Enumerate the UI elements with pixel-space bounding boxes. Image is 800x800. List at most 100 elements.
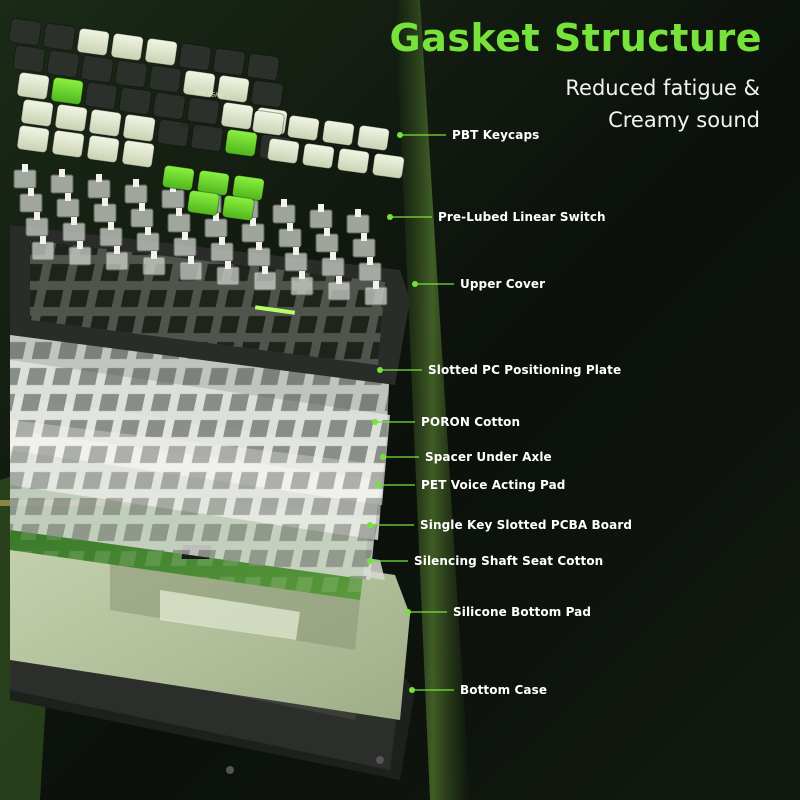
switch-stem: [361, 233, 367, 241]
callout-label: Spacer Under Axle: [425, 450, 552, 464]
switch-stem: [367, 257, 373, 265]
keycap: [286, 115, 320, 141]
linear-switch: [253, 271, 277, 291]
switch-stem: [324, 228, 330, 236]
linear-switch: [50, 174, 74, 194]
background-stripe: [395, 0, 470, 800]
keycap: [80, 55, 114, 83]
keycap: [42, 23, 76, 51]
subtitle-line-2: Creamy sound: [608, 108, 760, 132]
linear-switch: [358, 262, 382, 282]
linear-switch: [247, 247, 271, 267]
linear-switch: [93, 203, 117, 223]
switch-stem: [96, 174, 102, 182]
callout-label: Silicone Bottom Pad: [453, 605, 592, 619]
dot-marker-icon: [397, 132, 403, 138]
linear-switch: [167, 213, 191, 233]
switch-stem: [355, 209, 361, 217]
keycap: [250, 80, 284, 108]
switch-stem: [77, 241, 83, 249]
linear-switch: [321, 257, 345, 277]
switch-stem: [151, 251, 157, 259]
enter-legend: ENTER: [180, 122, 201, 132]
keycap: [46, 50, 80, 78]
switch-stem: [299, 271, 305, 279]
keycap: [148, 65, 182, 93]
dot-marker-icon: [375, 482, 381, 488]
switch-stem: [330, 252, 336, 260]
linear-switch: [327, 281, 351, 301]
keycap: [86, 135, 120, 163]
keycap: [161, 165, 195, 191]
keycap: [266, 138, 300, 164]
linear-switch: [142, 256, 166, 276]
switch-stem: [176, 208, 182, 216]
keycap: [54, 104, 88, 132]
subtitle-line-1: Reduced fatigue &: [565, 76, 760, 100]
linear-switch: [31, 241, 55, 261]
keycap: [144, 38, 178, 66]
callout-label: Upper Cover: [460, 277, 546, 291]
linear-switch: [136, 232, 160, 252]
keycap: [16, 72, 50, 100]
linear-switch: [56, 198, 80, 218]
keycap: [156, 119, 190, 147]
linear-switch: [124, 184, 148, 204]
linear-switch: [161, 189, 185, 209]
switch-stem: [139, 203, 145, 211]
callout-label: Silencing Shaft Seat Cotton: [414, 554, 604, 568]
page-title: Gasket Structure: [389, 16, 762, 60]
keycap: [186, 97, 220, 125]
switch-stem: [250, 218, 256, 226]
keycap: [186, 190, 220, 216]
switch-stem: [293, 247, 299, 255]
keycap: [301, 143, 335, 169]
switch-stem: [287, 223, 293, 231]
switch-stem: [182, 232, 188, 240]
switch-stem: [318, 204, 324, 212]
linear-switch: [315, 233, 339, 253]
callout-lines: [367, 132, 454, 693]
dot-marker-icon: [377, 367, 383, 373]
switch-stem: [225, 261, 231, 269]
linear-switch: [19, 193, 43, 213]
switch-stem: [28, 188, 34, 196]
switch-stem: [373, 281, 379, 289]
callout-label: PORON Cotton: [421, 415, 521, 429]
switch-stem: [256, 242, 262, 250]
linear-switch: [309, 209, 333, 229]
linear-switch: [13, 169, 37, 189]
keycap-layer: [8, 18, 405, 221]
keycap: [224, 129, 258, 157]
dot-marker-icon: [387, 214, 393, 220]
backspace-legend: BACKSPACE: [195, 89, 231, 101]
keycap: [16, 125, 50, 153]
callout-label: Slotted PC Positioning Plate: [428, 363, 622, 377]
switch-stem: [219, 237, 225, 245]
switch-stem: [71, 217, 77, 225]
switch-stem: [213, 213, 219, 221]
linear-switch: [62, 222, 86, 242]
dot-marker-icon: [405, 609, 411, 615]
switch-stem: [102, 198, 108, 206]
switch-stem: [59, 169, 65, 177]
callout-label: PET Voice Acting Pad: [421, 478, 566, 492]
keycap: [121, 140, 155, 168]
keycap: [88, 109, 122, 137]
keycap: [216, 75, 250, 103]
keycap: [246, 53, 280, 81]
keycap: [152, 92, 186, 120]
linear-switch: [87, 179, 111, 199]
dot-marker-icon: [412, 281, 418, 287]
dot-marker-icon: [367, 522, 373, 528]
keycap: [12, 45, 46, 73]
keycap: [122, 114, 156, 142]
switch-stem: [40, 236, 46, 244]
keycap: [220, 102, 254, 130]
callout-label: Bottom Case: [460, 683, 548, 697]
switch-stem: [114, 246, 120, 254]
linear-switch: [99, 227, 123, 247]
linear-switch: [346, 214, 370, 234]
switch-stem: [145, 227, 151, 235]
